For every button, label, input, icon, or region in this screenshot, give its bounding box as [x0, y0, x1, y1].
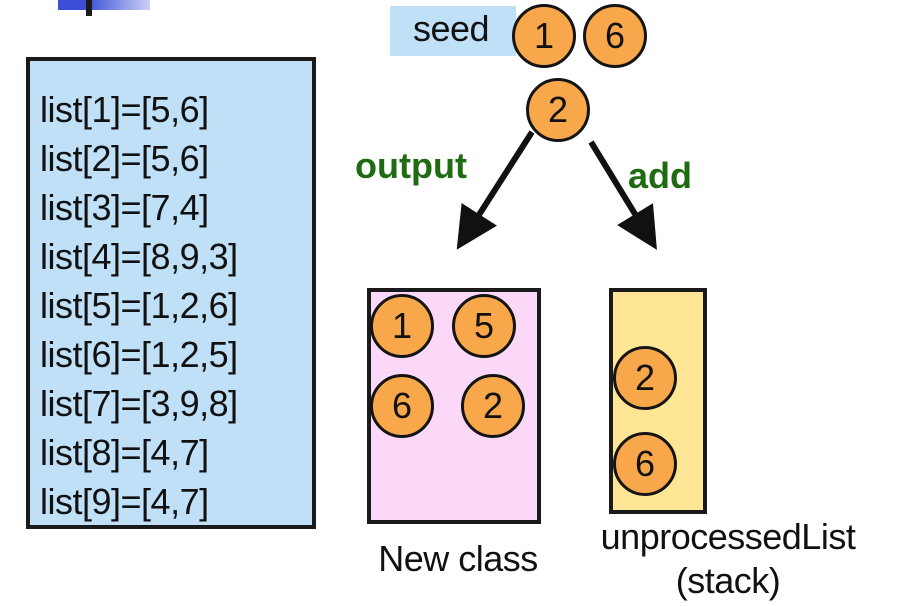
new-class-node-6: 6	[370, 374, 434, 438]
stack-node-2: 2	[613, 346, 677, 410]
current-node: 2	[526, 78, 590, 142]
list-entry-8: list[8]=[4,7]	[40, 432, 209, 473]
list-entry-1: list[1]=[5,6]	[40, 89, 209, 130]
add-edge-label: add	[628, 155, 693, 196]
slide-corner-bar	[58, 0, 150, 10]
stack-node-6: 6	[613, 432, 677, 496]
seed-label-background	[390, 6, 516, 56]
seed-node-1: 1	[512, 4, 576, 68]
unprocessed-caption-line2: (stack)	[675, 560, 781, 601]
list-entry-4: list[4]=[8,9,3]	[40, 236, 238, 277]
list-entry-7: list[7]=[3,9,8]	[40, 383, 238, 424]
list-entry-3: list[3]=[7,4]	[40, 187, 209, 228]
seed-node-6: 6	[583, 4, 647, 68]
list-entry-5: list[5]=[1,2,6]	[40, 285, 238, 326]
new-class-caption: New class	[378, 538, 538, 579]
list-entry-2: list[2]=[5,6]	[40, 138, 209, 179]
new-class-node-2: 2	[461, 374, 525, 438]
unprocessed-caption-line1: unprocessedList	[600, 516, 856, 557]
slide-corner-tick	[86, 0, 92, 16]
output-edge-label: output	[355, 145, 467, 186]
new-class-node-5: 5	[452, 294, 516, 358]
new-class-node-1: 1	[370, 294, 434, 358]
adjacency-list-panel: list[1]=[5,6] list[2]=[5,6] list[3]=[7,4…	[26, 57, 316, 529]
output-arrow	[456, 130, 535, 250]
list-entry-9: list[9]=[4,7]	[40, 481, 209, 522]
seed-label: seed	[413, 8, 490, 49]
list-entry-6: list[6]=[1,2,5]	[40, 334, 238, 375]
